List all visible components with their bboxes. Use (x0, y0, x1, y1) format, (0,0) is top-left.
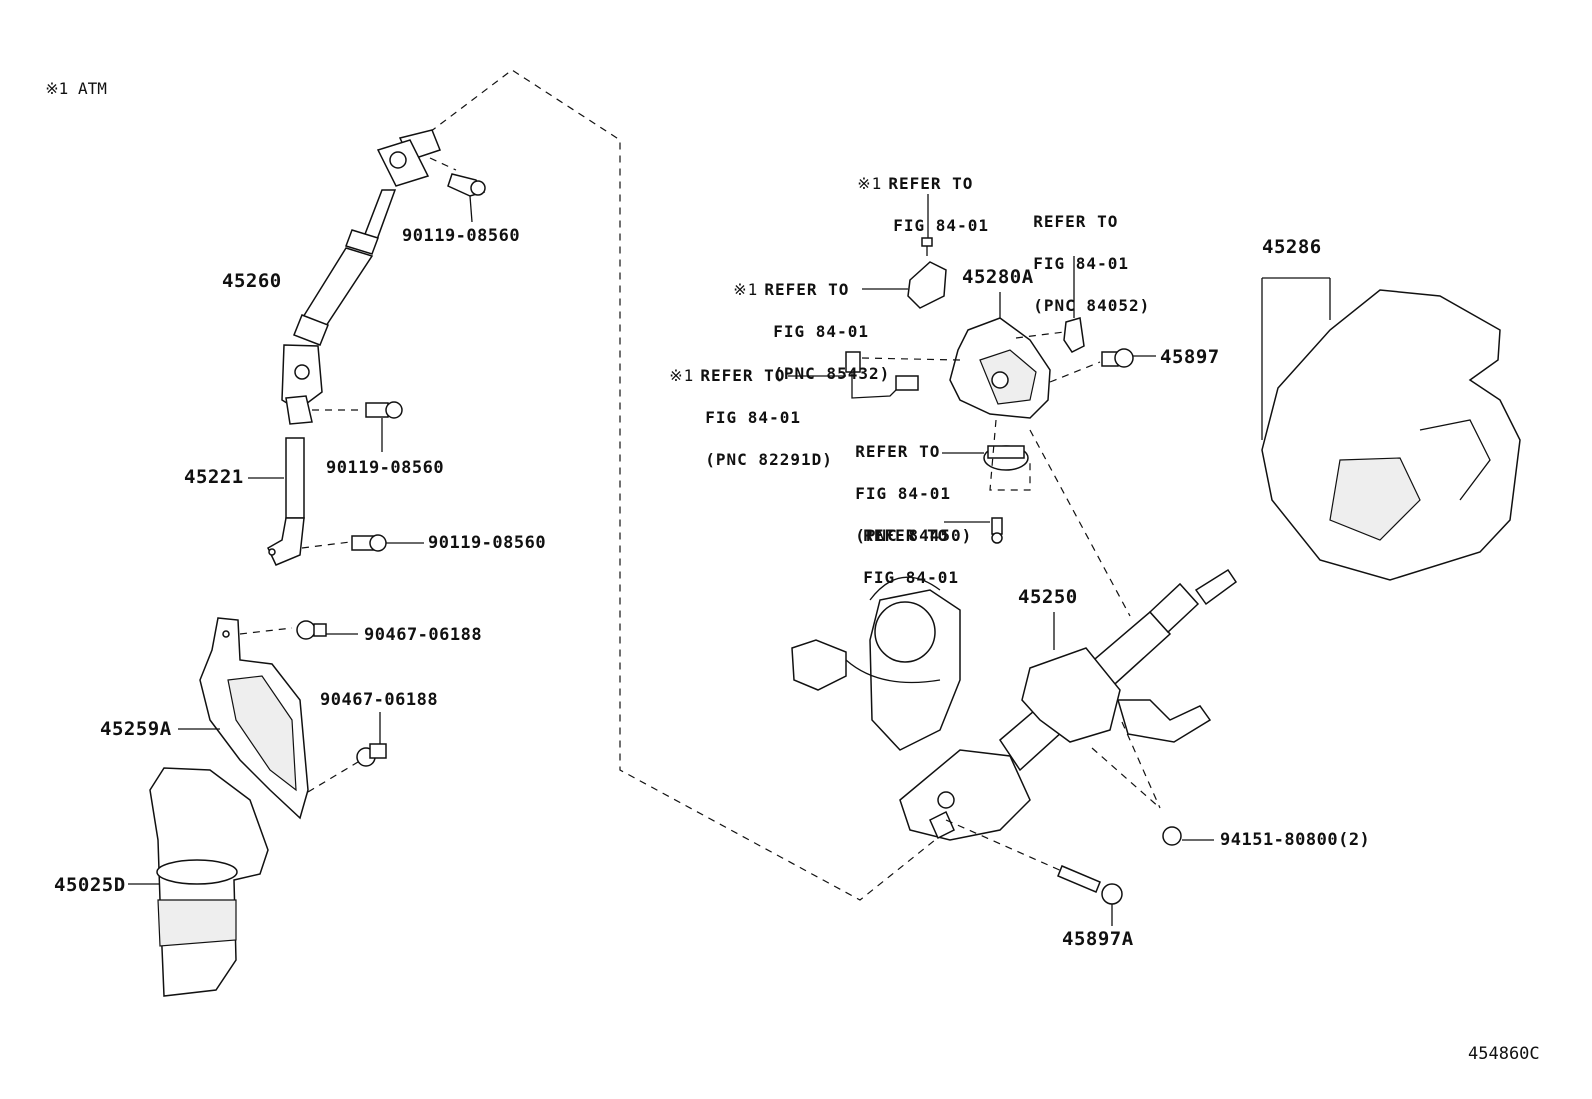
refer-note-4[interactable]: REFER TO FIG 84-01 (PNC 84052) (1012, 190, 1150, 316)
ref1-line1: REFER TO (888, 174, 974, 193)
part-label-bolt-lower[interactable]: 90119-08560 (428, 533, 547, 553)
sensor-84450 (983, 445, 1029, 471)
ref4-line3: (PNC 84052) (1033, 296, 1151, 315)
connector-84052 (1063, 317, 1085, 353)
ref2-mark: ※1 (733, 280, 759, 299)
refer-note-3[interactable]: ※1 REFER TO FIG 84-01 (PNC 82291D) (648, 344, 833, 470)
ref3-line1: REFER TO (700, 366, 786, 385)
screw-small (991, 517, 1003, 544)
harness-82291d (845, 351, 919, 399)
bolt-lower (351, 534, 387, 552)
refer-note-5[interactable]: REFER TO FIG 84-01 (PNC 84450) (834, 420, 972, 546)
small-screw (921, 237, 933, 256)
refer-note-6[interactable]: REFER TO FIG 84-01 (842, 504, 959, 588)
part-label-bolt-upper[interactable]: 90119-08560 (402, 226, 521, 246)
ref2-line2: FIG 84-01 (773, 322, 869, 341)
diagram-code: 454860C (1468, 1044, 1540, 1064)
footnote-atm: ※1 ATM (26, 60, 107, 98)
ref3-line3: (PNC 82291D) (705, 450, 833, 469)
part-label-bolt-mid[interactable]: 90119-08560 (326, 458, 445, 478)
part-label-45025d[interactable]: 45025D (54, 874, 126, 896)
column-cover-45259a (199, 617, 309, 820)
intermediate-shaft-45260 (281, 129, 441, 425)
ref4-line2: FIG 84-01 (1033, 254, 1129, 273)
note-text: ATM (77, 79, 107, 98)
ref5-line1: REFER TO (855, 442, 941, 461)
part-label-45221[interactable]: 45221 (184, 466, 244, 488)
steering-column-45250 (791, 568, 1238, 841)
shift-boot-45025d (149, 767, 269, 997)
part-label-clip-upper[interactable]: 90467-06188 (364, 625, 483, 645)
part-label-45280a[interactable]: 45280A (962, 266, 1034, 288)
column-upper-cover-45286 (1261, 289, 1521, 581)
ref6-line2: FIG 84-01 (863, 568, 959, 587)
clip-upper (296, 620, 327, 640)
part-label-45897[interactable]: 45897 (1160, 346, 1220, 368)
part-label-45250[interactable]: 45250 (1018, 586, 1078, 608)
note-mark: ※1 (45, 79, 69, 98)
part-label-nut[interactable]: 94151-80800(2) (1220, 830, 1371, 850)
ref3-line2: FIG 84-01 (705, 408, 801, 427)
nut-94151 (1162, 826, 1182, 846)
ref5-line3: (PNC 84450) (855, 526, 973, 545)
ref6-line1: REFER TO (863, 526, 949, 545)
ref1-mark: ※1 (857, 174, 883, 193)
ref5-line2: FIG 84-01 (855, 484, 951, 503)
bolt-45897a (1057, 865, 1123, 905)
steering-shaft-45221 (267, 437, 305, 566)
ref3-mark: ※1 (669, 366, 695, 385)
housing-45280a (949, 317, 1051, 419)
bolt-upper (447, 173, 486, 197)
refer-note-2[interactable]: ※1 REFER TO FIG 84-01 (PNC 85432) (712, 258, 890, 384)
bolt-mid (365, 401, 403, 419)
part-label-45897a[interactable]: 45897A (1062, 928, 1134, 950)
part-label-45286[interactable]: 45286 (1262, 236, 1322, 258)
switch-85432 (907, 261, 947, 309)
part-label-45259a[interactable]: 45259A (100, 718, 172, 740)
part-label-clip-lower[interactable]: 90467-06188 (320, 690, 439, 710)
bolt-45897 (1101, 348, 1134, 368)
ref2-line1: REFER TO (764, 280, 850, 299)
clip-lower (356, 743, 387, 767)
shaft-upper-bolt-leader (429, 157, 457, 171)
ref4-line1: REFER TO (1033, 212, 1119, 231)
ref2-line3: (PNC 85432) (773, 364, 891, 383)
ref1-line2: FIG 84-01 (893, 216, 989, 235)
refer-note-1[interactable]: ※1 REFER TO FIG 84-01 (836, 152, 989, 236)
part-label-45260[interactable]: 45260 (222, 270, 282, 292)
